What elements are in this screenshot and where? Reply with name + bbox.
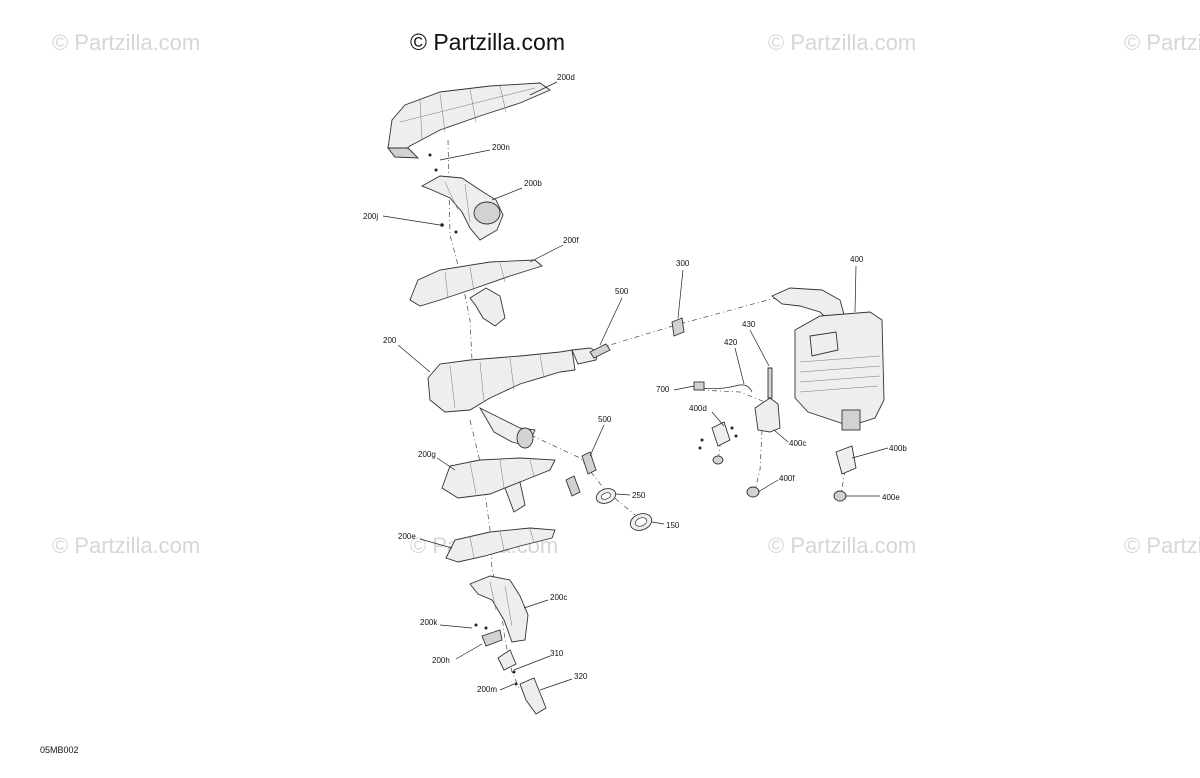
callout-500-upper: 500 [615,287,629,296]
callout-200d: 200d [557,73,575,82]
callout-200m: 200m [477,685,497,694]
diagram-code: 05MB002 [40,745,79,755]
bracket-400d [711,421,731,465]
fasteners [428,153,738,686]
callout-400e: 400e [882,493,900,502]
sensor-700 [693,381,753,393]
callout-310: 310 [550,649,564,658]
seal-150 [629,513,653,531]
callout-400: 400 [850,255,864,264]
callout-200h: 200h [432,656,450,665]
callout-200e: 200e [398,532,416,541]
gasket-300 [671,317,685,337]
bracket-400c [754,397,781,433]
watermark-faded: © Partzilla.com [52,533,200,558]
heat-shield-200b [420,175,504,241]
tail-piece-320 [519,677,547,715]
callout-420: 420 [724,338,738,347]
callout-430: 430 [742,320,756,329]
callout-250: 250 [632,491,646,500]
callout-200j: 200j [363,212,378,221]
bracket-400b [833,445,857,502]
callout-200b: 200b [524,179,542,188]
watermark-faded: © Partzi [1124,30,1200,55]
heat-shield-200g [441,457,556,513]
callout-200f: 200f [563,236,579,245]
watermark-faded: © Partzi [1124,533,1200,558]
callout-150: 150 [666,521,680,530]
watermark-faded: © Partzilla.com [52,30,200,55]
spring-500-lower [565,451,597,497]
bolt-430 [767,367,773,399]
callout-200g: 200g [418,450,436,459]
heat-shield-200c [469,575,529,643]
callout-200: 200 [383,336,397,345]
callout-400f: 400f [779,474,795,483]
exhaust-pipe-200 [427,347,599,449]
clamp-310 [497,649,517,671]
callout-400d: 400d [689,404,707,413]
callout-200n: 200n [492,143,510,152]
heat-shield-200d [387,82,551,159]
watermark-faded: © Partzilla.com [768,30,916,55]
heat-shield-200f [409,259,543,327]
muffler-400 [771,287,885,431]
watermark-faded: © Partzilla.com [768,533,916,558]
grommet-400f [746,486,760,498]
seal-250 [595,488,617,504]
callout-200k: 200k [420,618,438,627]
watermark-main: © Partzilla.com [410,29,565,55]
bracket-200h [481,629,503,647]
leader-lines [382,81,889,691]
heat-shield-200e [445,527,556,563]
callout-400c: 400c [789,439,806,448]
callout-300: 300 [676,259,690,268]
callout-700: 700 [656,385,670,394]
spring-500 [589,343,611,359]
callout-200c: 200c [550,593,567,602]
callout-400b: 400b [889,444,907,453]
callout-500-lower: 500 [598,415,612,424]
callout-320: 320 [574,672,588,681]
callout-labels: 200d 200n 200b 200j 200f 300 400 500 430… [363,73,907,694]
